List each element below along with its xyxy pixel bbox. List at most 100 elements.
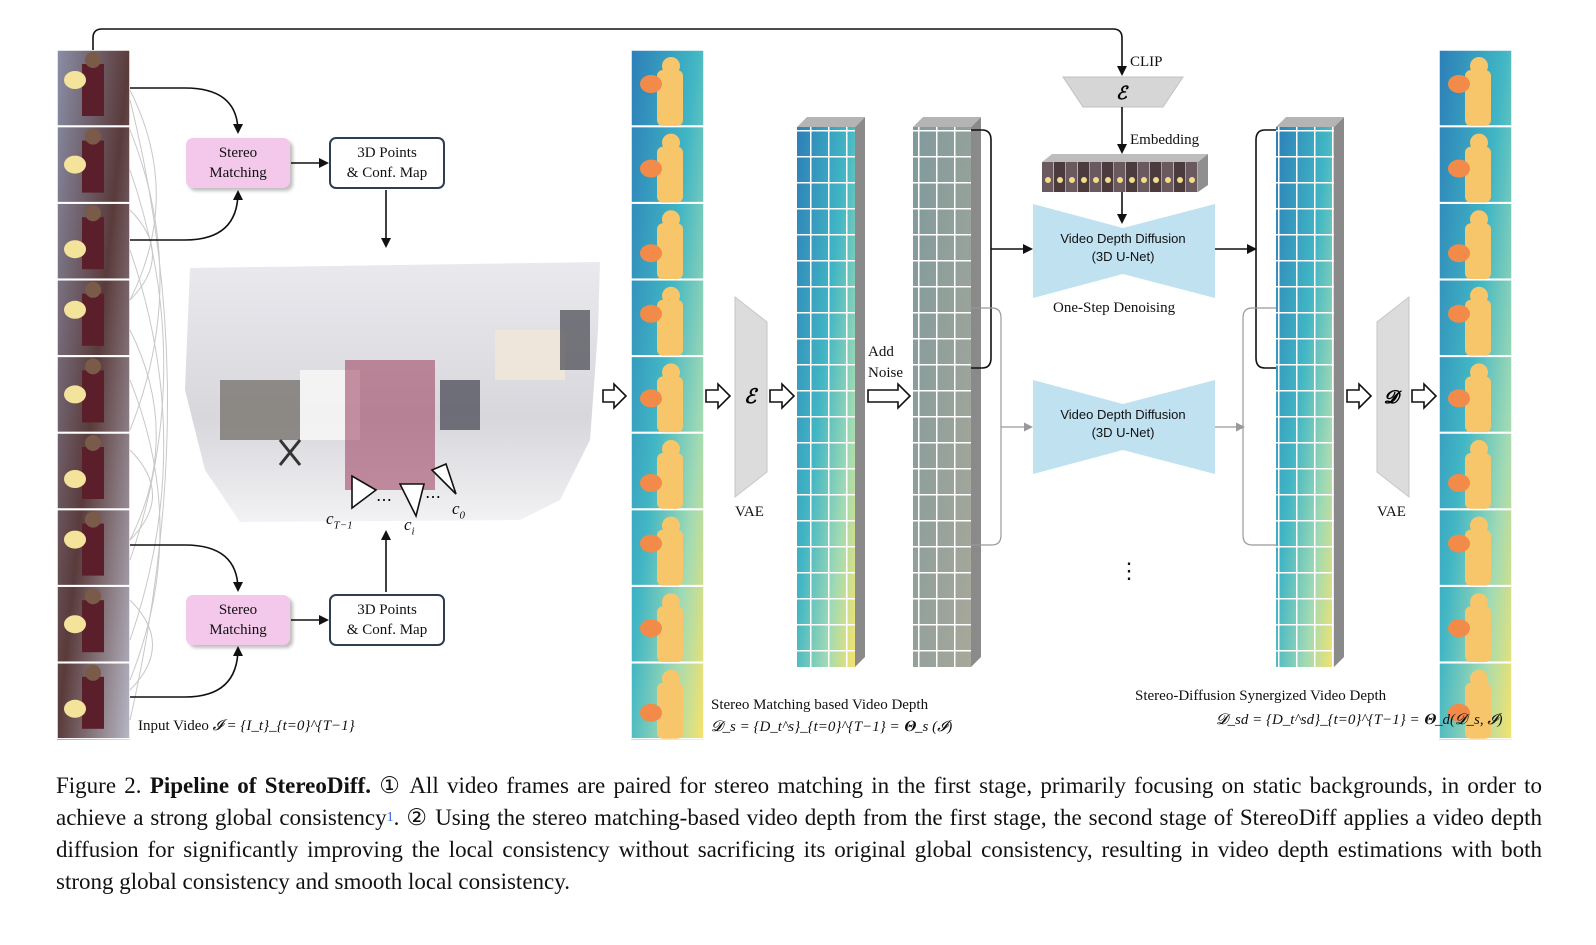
person-depth [657,453,683,509]
person-silhouette [82,523,104,576]
token-balloon [1141,177,1147,183]
head-depth [662,133,680,152]
stereo-top-line2: Matching [209,165,267,181]
encoder-symbol: ℰ [744,386,759,408]
camera-label-last: cT−1 [326,509,353,532]
caption-part2: . ② Using the stereo matching-based vide… [56,805,1543,894]
token-balloon [1189,177,1195,183]
points-conf-map-bottom: 3D Points & Conf. Map [329,594,445,646]
points-conf-map-top: 3D Points & Conf. Map [329,137,445,189]
head-depth [662,669,680,688]
point-cloud [185,262,600,522]
sd-depth-strip [1438,49,1513,740]
person-depth [1465,223,1491,280]
stereo-matching-top: Stereo Matching [186,138,290,188]
balloon-depth [1448,75,1470,93]
camera-dots-1: ⋯ [376,492,392,509]
person-depth [1465,299,1491,356]
person-depth [1465,70,1491,126]
caption-figure-no: Figure 2. [56,773,142,798]
balloon [64,615,86,634]
person-depth [657,223,683,280]
person-depth [1465,376,1491,433]
person-depth [657,70,683,126]
head-depth [662,210,680,229]
head-depth [1470,133,1488,152]
balloon-depth [640,159,662,178]
balloon-depth [640,304,662,323]
clip-label: CLIP [1130,54,1163,70]
person-depth [657,529,683,586]
embedding-token [1162,162,1174,192]
token-balloon [1153,177,1159,183]
arrow-to-stereo-top-1 [130,87,243,134]
points-bottom-line2: & Conf. Map [346,622,428,638]
unet-bottom [1033,380,1215,474]
figure-caption: Figure 2. Pipeline of StereoDiff. ① All … [56,770,1542,898]
sd-depth-title: Stereo-Diffusion Synergized Video Depth [1135,688,1387,704]
token-balloon [1105,177,1111,183]
vae-encoder [734,295,768,499]
vae-right-label: VAE [1377,504,1406,520]
person-depth [657,606,683,663]
balloon-depth [640,619,662,638]
clip-link-arrow [92,28,1127,76]
vae-decoder [1376,295,1410,499]
camera-dots-2: ⋯ [425,489,441,506]
caption-footnote-link[interactable]: 1 [386,810,394,825]
person-head [85,205,101,222]
stereo-matching-bottom: Stereo Matching [186,595,290,645]
head-depth [1470,516,1488,535]
balloon-depth [640,474,662,492]
head-depth [662,440,680,458]
arrow-to-stereo-top-2 [130,190,243,241]
stereo-depth-title: Stereo Matching based Video Depth [711,697,929,713]
balloon-depth [640,244,662,263]
token-balloon [1057,177,1063,183]
balloon-depth [640,703,662,722]
points-top-line2: & Conf. Map [346,165,428,181]
balloon [64,300,86,319]
balloon-depth [640,75,662,93]
person-depth [1465,682,1491,739]
hollow-arrows [602,382,1438,410]
embedding-token [1174,162,1186,192]
person-head [85,358,101,375]
bracket-out-1 [1255,129,1276,369]
embedding-token [1102,162,1114,192]
person-head [85,435,101,451]
decoder-symbol: 𝓓 [1384,387,1402,407]
camera-label-i: ci [404,515,415,538]
head-depth [1470,669,1488,688]
latent-block-denoised [1276,117,1344,667]
bracket-out-2 [1242,307,1276,546]
person-head [85,128,101,145]
embedding-token [1150,162,1162,192]
embedding-tokens [1042,154,1208,192]
caption-title: Pipeline of StereoDiff. [149,773,371,798]
person-depth [1465,606,1491,663]
head-depth [1470,593,1488,612]
embedding-token [1114,162,1126,192]
balloon-depth [1448,619,1470,638]
balloon-depth [640,389,662,408]
embedding-token [1066,162,1078,192]
head-depth [1470,57,1488,75]
vertical-dots: ⋮ [1118,558,1140,583]
token-balloon [1045,177,1051,183]
embedding-token [1090,162,1102,192]
balloon-depth [1448,534,1470,553]
latent-block-clean [797,117,865,667]
person-depth [657,299,683,356]
person-depth [657,376,683,433]
pipeline-diagram: ⋯ ⋯ ℰ 𝓓 ℰ [56,28,1513,740]
person-silhouette [82,676,104,729]
head-depth [662,516,680,535]
token-balloon [1129,177,1135,183]
clip-encoder [1062,76,1184,108]
person-silhouette [82,217,104,270]
camera-label-0: c0 [452,499,466,522]
head-depth [1470,363,1488,382]
token-balloon [1117,177,1123,183]
token-balloon [1093,177,1099,183]
